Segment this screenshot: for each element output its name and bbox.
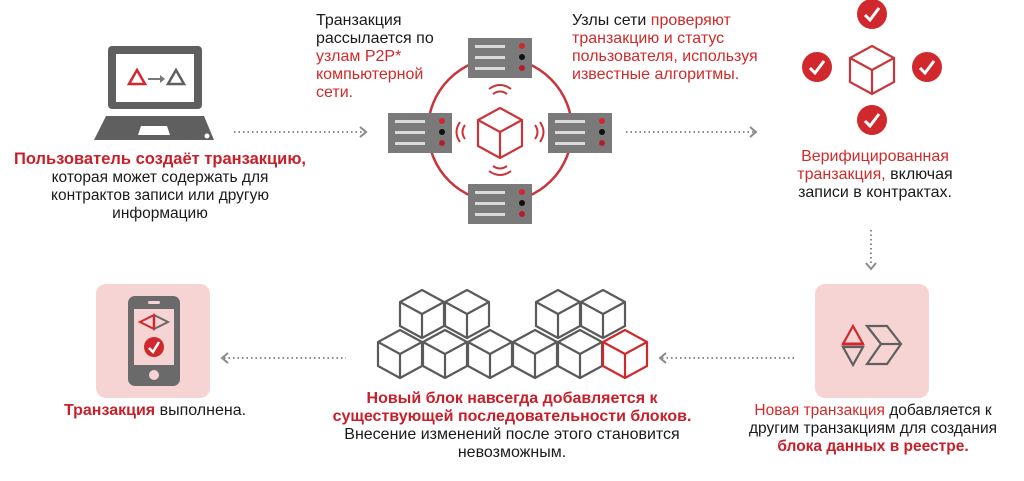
server-icon [548, 113, 612, 153]
block-cube [511, 328, 559, 380]
flow-arrow-verified-to-new-block [865, 230, 877, 271]
step-complete-highlight: Транзакция [63, 402, 156, 419]
flow-arrow-create-to-broadcast [234, 126, 368, 138]
check-circle-icon [144, 337, 164, 357]
step-new-block-text: добавляется к другим транзакциям для соз… [748, 402, 997, 437]
step-chain-highlight: Новый блок навсегда добавляется к сущест… [332, 390, 692, 425]
step-verified-description: Верифицированная транзакция, включая зап… [780, 148, 970, 202]
mobile-phone-check-icon [128, 296, 180, 386]
flow-arrow-new-block-to-chain [658, 352, 794, 364]
server-icon [468, 184, 532, 224]
block-cube [421, 328, 469, 380]
block-cube [443, 288, 491, 340]
check-circle-icon [912, 52, 942, 82]
step-complete-panel [96, 284, 210, 398]
p2p-network-icon [388, 38, 612, 224]
check-circle-icon [857, 0, 887, 29]
check-circle-icon [802, 52, 832, 82]
step-chain-text: Внесение изменений после этого становитс… [344, 426, 680, 461]
new-block-cube [601, 328, 649, 380]
step-validate-highlight: проверяют транзакцию и статус пользовате… [572, 12, 758, 83]
flow-arrow-broadcast-to-verified [626, 126, 758, 138]
verified-block-icon [802, 0, 942, 135]
block-cube [376, 328, 424, 380]
step-broadcast-text: Транзакция рассылается по [316, 12, 434, 47]
server-icon [468, 38, 532, 78]
laptop-icon [94, 46, 214, 140]
server-icon [388, 113, 452, 153]
step-broadcast-highlight: узлам P2P* компьютерной сети. [316, 48, 424, 101]
step-new-block-highlight: Новая транзакция [754, 402, 885, 419]
step-verified-highlight: Верифицированная транзакция, [797, 148, 949, 183]
block-cube [579, 288, 627, 340]
step-create-highlight: Пользователь создаёт транзакцию, [13, 150, 306, 168]
block-cube [466, 328, 514, 380]
check-circle-icon [857, 105, 887, 135]
step-new-block-highlight-bold: блока данных в реестре. [777, 438, 969, 455]
block-cube [534, 288, 582, 340]
step-validate-text: Узлы сети [572, 12, 651, 29]
block-cube [556, 328, 604, 380]
block-cube [398, 288, 446, 340]
flow-arrow-chain-to-complete [220, 352, 346, 364]
step-complete-text: выполнена. [155, 402, 247, 419]
step-create-text: которая может содержать для контрактов з… [51, 169, 269, 222]
blockchain-cubes-icon [376, 288, 649, 380]
step-new-block-description: Новая транзакция добавляется к другим тр… [732, 402, 1014, 456]
step-broadcast-description: Транзакция рассылается по узлам P2P* ком… [316, 12, 456, 102]
step-validate-description: Узлы сети проверяют транзакцию и статус … [572, 12, 762, 84]
signal-icon [455, 84, 545, 176]
step-chain-description: Новый блок навсегда добавляется к сущест… [328, 390, 696, 462]
block-combine-icon [841, 323, 903, 368]
block-cube-icon [476, 106, 524, 160]
step-create: Пользователь создаёт транзакцию, которая… [0, 0, 320, 240]
step-create-description: Пользователь создаёт транзакцию, которая… [10, 150, 310, 223]
step-new-block-panel [815, 284, 929, 398]
block-cube-icon [848, 44, 896, 96]
step-complete-description: Транзакция выполнена. [40, 402, 270, 420]
step-verified-text: включая записи в контрактах. [798, 166, 953, 201]
